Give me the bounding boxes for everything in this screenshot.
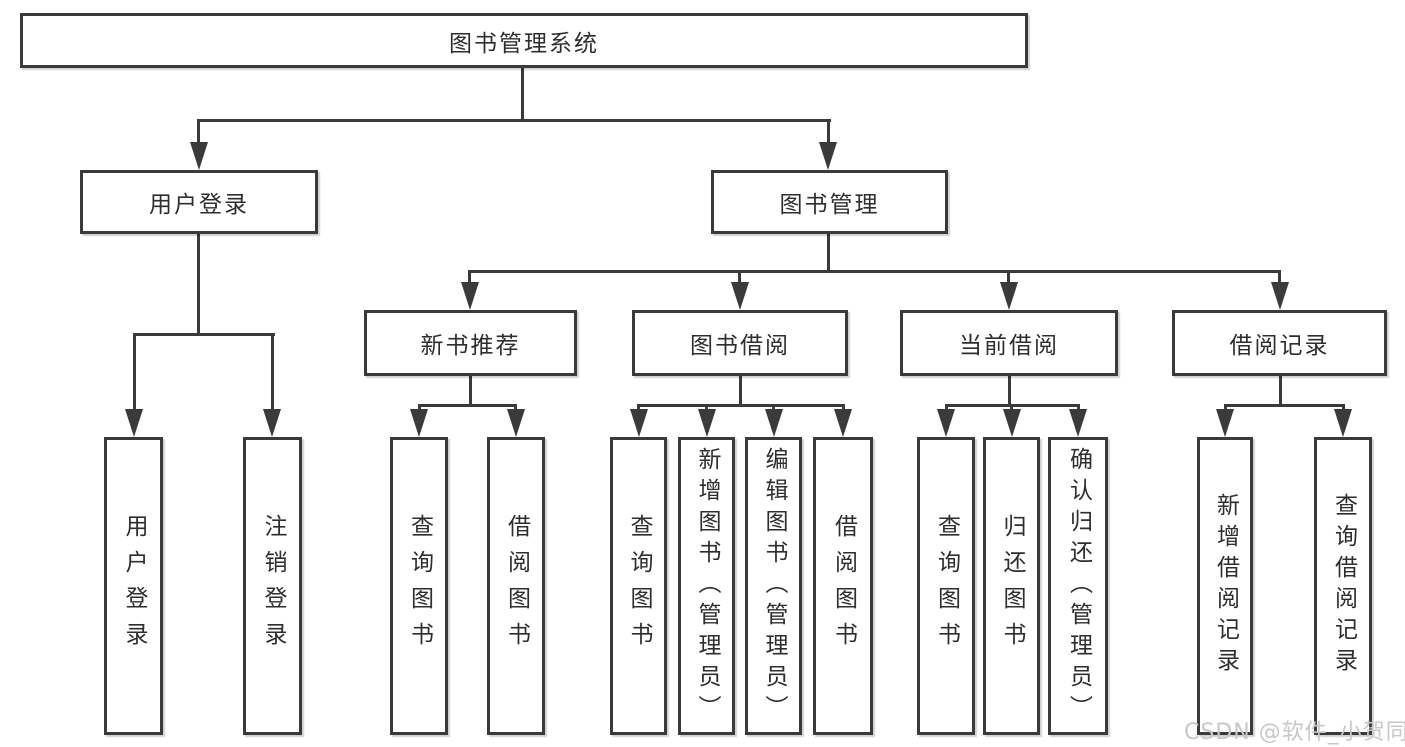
node-label: 注销登录 (260, 514, 286, 658)
leaf-borrow-books-2: 借阅图书 (813, 437, 873, 735)
leaf-edit-book-admin: 编辑图书（管理员） (745, 437, 802, 735)
connector-vline (1008, 376, 1011, 407)
connector-hline (133, 333, 275, 336)
leaf-logout-login: 注销登录 (243, 437, 302, 735)
arrow-down-icon (1069, 409, 1087, 437)
connector-vline (1007, 270, 1010, 284)
connector-vline (739, 376, 742, 407)
arrow-down-icon (410, 409, 428, 437)
node-label: 借阅图书 (830, 514, 857, 658)
node-label: 图书管理系统 (449, 30, 599, 57)
connector-vline (1279, 376, 1282, 407)
node-current-borrowing: 当前借阅 (900, 310, 1118, 376)
node-user-login: 用户登录 (80, 170, 318, 234)
node-new-book-recommendation: 新书推荐 (364, 310, 577, 376)
arrow-down-icon (834, 409, 852, 437)
node-label: 图书管理 (779, 192, 880, 218)
connector-vline (1342, 404, 1345, 412)
leaf-return-books: 归还图书 (983, 437, 1040, 735)
leaf-query-borrow-record: 查询借阅记录 (1314, 437, 1372, 735)
connector-vline (418, 404, 421, 412)
arrow-down-icon (819, 142, 837, 170)
connector-hline (418, 404, 517, 407)
leaf-borrow-books-1: 借阅图书 (487, 437, 545, 735)
connector-vline (738, 270, 741, 284)
node-label: 归还图书 (999, 514, 1025, 658)
node-label: 新增图书（管理员） (694, 446, 720, 726)
arrow-down-icon (765, 409, 783, 437)
arrow-down-icon (1334, 409, 1352, 437)
connector-vline (1224, 404, 1227, 412)
connector-vline (945, 404, 948, 412)
leaf-query-books-2: 查询图书 (610, 437, 667, 735)
watermark: CSDN @软件_小贺同学 (1184, 720, 1405, 745)
arrow-down-icon (1003, 409, 1021, 437)
arrow-down-icon (630, 409, 648, 437)
arrow-down-icon (1271, 282, 1289, 310)
node-book-borrowing: 图书借阅 (632, 310, 848, 376)
connector-vline (514, 404, 517, 412)
connector-vline (197, 234, 200, 336)
connector-vline (197, 119, 200, 146)
node-label: 借阅记录 (1229, 333, 1330, 359)
arrow-down-icon (937, 409, 955, 437)
node-label: 新书推荐 (420, 333, 521, 359)
arrow-down-icon (190, 142, 208, 170)
node-label: 新增借阅记录 (1212, 493, 1239, 679)
node-label: 查询图书 (933, 514, 960, 658)
node-label: 用户登录 (149, 192, 249, 218)
connector-vline (1077, 404, 1080, 412)
connector-vline (468, 270, 471, 284)
node-label: 查询借阅记录 (1330, 493, 1357, 679)
node-label: 用户登录 (121, 514, 147, 658)
node-label: 借阅图书 (503, 514, 530, 658)
node-label: 图书借阅 (690, 333, 790, 359)
connector-vline (271, 333, 274, 413)
connector-hline (197, 119, 831, 122)
connector-vline (133, 333, 136, 413)
node-label: 查询图书 (406, 514, 433, 658)
connector-vline (1278, 270, 1281, 284)
arrow-down-icon (507, 409, 525, 437)
arrow-down-icon (731, 282, 749, 310)
leaf-query-books-1: 查询图书 (390, 437, 448, 735)
arrow-down-icon (263, 409, 281, 437)
arrow-down-icon (1000, 282, 1018, 310)
leaf-user-login: 用户登录 (104, 437, 163, 735)
connector-hline (1224, 404, 1345, 407)
leaf-query-books-3: 查询图书 (917, 437, 975, 735)
leaf-add-book-admin: 新增图书（管理员） (678, 437, 735, 735)
arrow-down-icon (1216, 409, 1234, 437)
connector-vline (705, 404, 708, 412)
node-label: 编辑图书（管理员） (761, 446, 787, 726)
connector-vline (469, 376, 472, 407)
arrow-down-icon (125, 409, 143, 437)
arrow-down-icon (698, 409, 716, 437)
node-label: 确认归还（管理员） (1065, 446, 1092, 726)
connector-vline (827, 119, 830, 146)
connector-vline (1010, 404, 1013, 412)
connector-hline (468, 270, 1281, 273)
connector-vline (637, 404, 640, 412)
node-borrowing-records: 借阅记录 (1172, 310, 1387, 376)
leaf-add-borrow-record: 新增借阅记录 (1197, 437, 1253, 735)
connector-hline (637, 404, 845, 407)
connector-vline (521, 68, 524, 122)
connector-vline (772, 404, 775, 412)
node-label: 查询图书 (626, 514, 652, 658)
node-book-management: 图书管理 (711, 170, 948, 234)
connector-vline (827, 234, 830, 273)
arrow-down-icon (461, 282, 479, 310)
connector-vline (842, 404, 845, 412)
node-library-system: 图书管理系统 (20, 13, 1028, 68)
leaf-confirm-return-admin: 确认归还（管理员） (1048, 437, 1108, 735)
node-label: 当前借阅 (959, 333, 1059, 359)
